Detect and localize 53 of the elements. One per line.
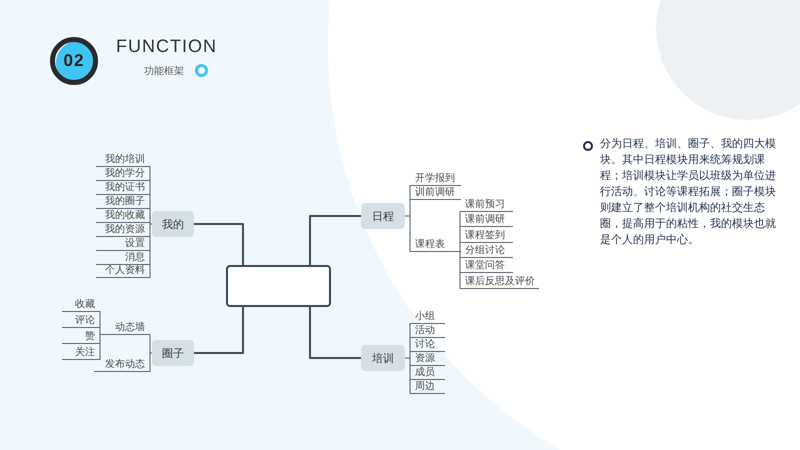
topic-box: 日程 (361, 203, 405, 229)
subtopic-label: 训前调研 (415, 187, 461, 200)
connector-line (94, 327, 100, 335)
subtopic-label: 我的学分 (96, 168, 145, 181)
section-subtitle: 功能框架 (144, 64, 184, 78)
subtopic-label: 赞 (62, 331, 95, 344)
connector-line (460, 242, 466, 252)
connector-line (144, 224, 152, 278)
subtopic-label: 设置 (96, 238, 145, 251)
subtopic-label: 我的培训 (96, 154, 145, 167)
subtopic-label: 收藏 (62, 299, 95, 312)
topic-box: 培训 (361, 345, 405, 371)
subtopic-label: 我的资源 (96, 224, 145, 237)
topic-box: 我的 (152, 211, 194, 237)
subtopic-label: 评论 (62, 315, 95, 328)
subtopic-label: 我的证书 (96, 182, 145, 195)
topic-box: 圈子 (152, 340, 194, 366)
subtopic-label: 课程表 (415, 239, 461, 252)
connector-line (144, 334, 152, 354)
subtopic-label: 课前预习 (465, 199, 513, 212)
connector-line (309, 215, 361, 265)
subtopic-label: 我的收藏 (96, 210, 145, 223)
subtopic-label: 开学报到 (415, 173, 461, 186)
subtopic-label: 资源 (415, 353, 445, 366)
subtopic-label: 动态墙 (100, 322, 145, 335)
connector-line (144, 208, 152, 224)
subtopic-label: 周边 (415, 381, 445, 394)
subtopic-label: 成员 (415, 367, 445, 380)
connector-line (144, 352, 152, 372)
connector-line (460, 251, 466, 289)
description-paragraph: 分为日程、培训、圈子、我的四大模块。其中日程模块用来统筹规划课程；培训模块让学员以班级为单位进行活动、讨论等课程拓展；圈子模块则建立了整个培训机构的社交生态圈，提高用于的粘性，我的模块也就是个人的用户中心。 (600, 136, 776, 248)
central-box (226, 265, 331, 307)
connector-line (404, 216, 416, 252)
subtopic-label: 个人资料 (96, 265, 145, 278)
subtopic-label: 课前调研 (465, 214, 513, 227)
section-title: FUNCTION (116, 36, 217, 57)
subtopic-label: 讨论 (415, 339, 445, 352)
connector-line (309, 307, 361, 359)
connector-line (404, 358, 416, 394)
connector-line (194, 223, 244, 265)
subtopic-label: 消息 (96, 252, 145, 265)
subtopic-label: 关注 (62, 347, 95, 360)
connector-line (94, 334, 100, 360)
subtopic-label: 发布动态 (94, 359, 145, 372)
subtopic-label: 分组讨论 (465, 245, 513, 258)
subtopic-label: 活动 (415, 325, 445, 338)
subtopic-label: 课程签到 (465, 230, 513, 243)
connector-line (194, 307, 244, 354)
subtopic-label: 课后反思及评价 (465, 276, 539, 289)
number-badge: 02 (50, 37, 98, 85)
subtopic-label: 我的圈子 (96, 196, 145, 209)
subtopic-label: 小组 (415, 311, 445, 324)
subtopic-label: 课堂问答 (465, 260, 513, 273)
